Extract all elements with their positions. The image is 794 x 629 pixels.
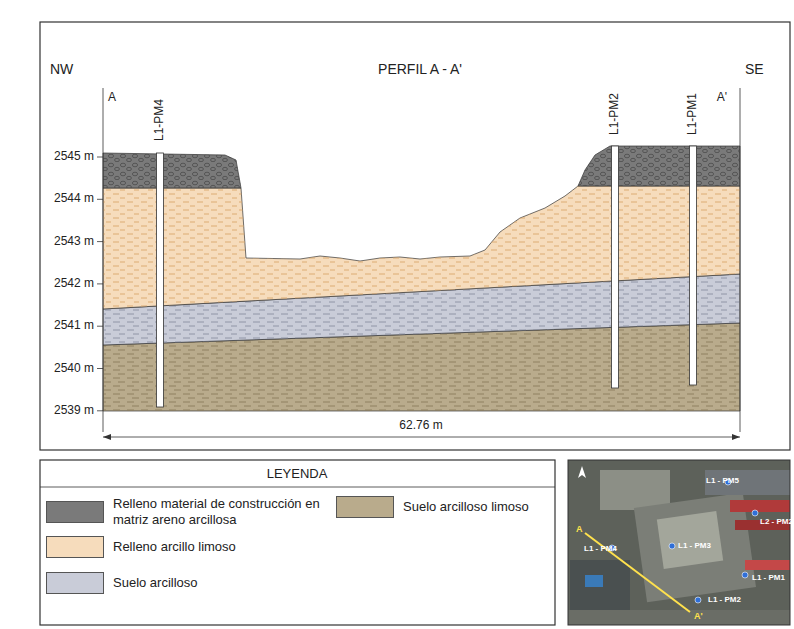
rubble-fill-layer [578, 146, 740, 186]
legend-swatch [336, 496, 394, 518]
dimension-label: 62.76 m [399, 419, 442, 432]
elevation-label: 2542 m [54, 277, 94, 290]
elevation-tick [97, 326, 103, 327]
map-borehole-label: L1 - PM5 [706, 477, 739, 486]
clayey-fill-layer-texture [103, 186, 740, 309]
rubble-fill-layer-texture [578, 146, 740, 186]
elevation-label: 2540 m [54, 362, 94, 375]
clayey-fill-layer [103, 186, 740, 309]
map-borehole-label: L1 - PM3 [678, 542, 711, 551]
elevation-tick [97, 410, 103, 411]
legend-text: Suelo arcilloso [113, 575, 363, 591]
map-borehole-label: L1 - PM2 [708, 596, 741, 605]
section-end-label: A [108, 91, 116, 104]
direction-label: NW [50, 62, 73, 77]
legend-text: Relleno material de construcción en matr… [113, 496, 328, 527]
rubble-fill-layer-texture [103, 153, 241, 188]
legend-item: Suelo arcilloso [46, 572, 363, 594]
legend-text: Suelo arcilloso limoso [403, 499, 603, 515]
elevation-label: 2543 m [54, 235, 94, 248]
rubble-fill-layer [103, 153, 241, 188]
borehole-label: L1-PM4 [153, 99, 166, 141]
elevation-tick [97, 368, 103, 369]
profile-title: PERFIL A - A' [378, 62, 462, 77]
borehole [612, 146, 619, 388]
legend-swatch [46, 572, 104, 594]
section-end-label: A' [717, 91, 727, 104]
borehole [690, 146, 697, 385]
map-borehole-label: L1 - PM4 [584, 545, 617, 554]
elevation-tick [97, 157, 103, 158]
elevation-label: 2539 m [54, 404, 94, 417]
borehole-label: L1-PM2 [608, 93, 621, 135]
legend-swatch [46, 536, 104, 558]
elevation-tick [97, 241, 103, 242]
legend-item: Suelo arcilloso limoso [336, 496, 603, 518]
map-section-label: A' [694, 612, 703, 622]
map-borehole-label: L1 - PM1 [752, 574, 785, 583]
legend-swatch [46, 501, 104, 523]
borehole-label: L1-PM1 [686, 93, 699, 135]
legend-item: Relleno material de construcción en matr… [46, 496, 328, 527]
legend-title: LEYENDA [267, 467, 328, 481]
elevation-label: 2544 m [54, 193, 94, 206]
elevation-label: 2541 m [54, 320, 94, 333]
direction-label: SE [745, 62, 764, 77]
map-borehole-label: L2 - PM2 [760, 518, 793, 527]
borehole [157, 153, 164, 407]
elevation-label: 2545 m [54, 150, 94, 163]
elevation-tick [97, 199, 103, 200]
legend-item: Relleno arcillo limoso [46, 536, 363, 558]
map-section-label: A [576, 525, 583, 535]
legend-text: Relleno arcillo limoso [113, 539, 363, 555]
elevation-tick [97, 283, 103, 284]
